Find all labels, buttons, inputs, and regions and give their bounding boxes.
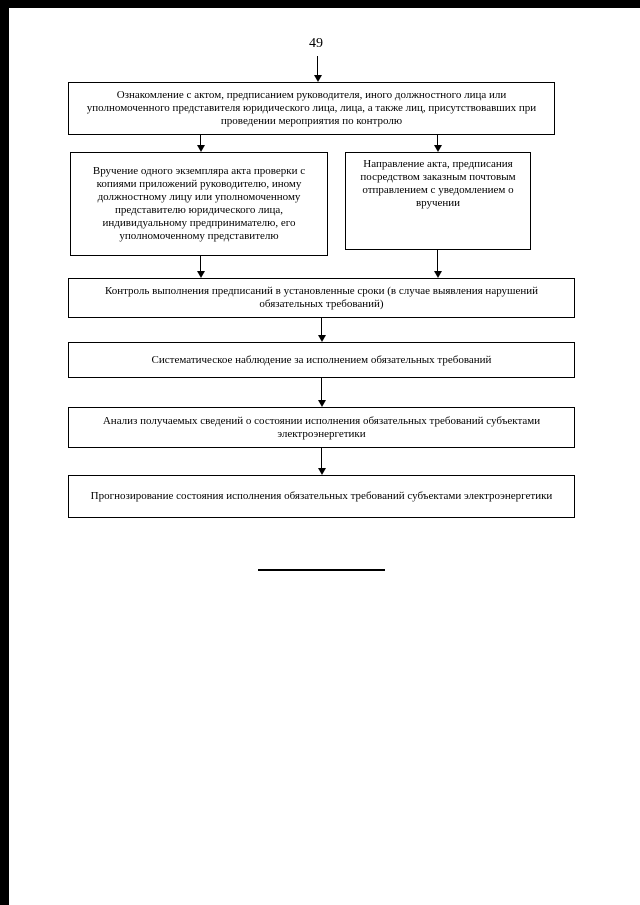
arrow-down-icon (317, 318, 326, 342)
flowchart-box-delivery: Вручение одного экземпляра акта проверки… (70, 152, 328, 256)
arrow-head (317, 468, 326, 475)
scan-border-top (0, 0, 640, 8)
arrow-shaft (321, 378, 322, 400)
arrow-shaft (317, 56, 318, 75)
box-text: Ознакомление с актом, предписанием руков… (86, 89, 537, 127)
box-text: Направление акта, предписания посредство… (360, 158, 516, 209)
arrow-shaft (321, 448, 322, 468)
arrow-shaft (200, 256, 201, 271)
box-text: Анализ получаемых сведений о состоянии и… (102, 414, 541, 440)
arrow-shaft (437, 135, 438, 145)
flowchart-box-observation: Систематическое наблюдение за исполнение… (68, 342, 575, 378)
flowchart-box-analysis: Анализ получаемых сведений о состоянии и… (68, 407, 575, 448)
arrow-shaft (321, 318, 322, 335)
page-number: 49 (309, 36, 323, 51)
arrow-down-icon (317, 448, 326, 475)
flowchart-box-control: Контроль выполнения предписаний в устано… (68, 278, 575, 318)
scan-border-left (0, 0, 9, 905)
flowchart-box-acquaintance: Ознакомление с актом, предписанием руков… (68, 82, 555, 135)
arrow-down-icon (313, 56, 322, 82)
box-text: Контроль выполнения предписаний в устано… (104, 285, 539, 310)
arrow-head (433, 271, 442, 278)
section-divider (258, 569, 385, 571)
arrow-down-icon (433, 250, 442, 278)
arrow-down-icon (317, 378, 326, 407)
box-text: Прогнозирование состояния исполнения обя… (90, 490, 553, 502)
arrow-down-icon (196, 256, 205, 278)
arrow-head (196, 271, 205, 278)
arrow-head (313, 75, 322, 82)
box-text: Систематическое наблюдение за исполнение… (151, 353, 492, 366)
flowchart-box-forecast: Прогнозирование состояния исполнения обя… (68, 475, 575, 518)
flowchart-box-mailing: Направление акта, предписания посредство… (345, 152, 531, 250)
arrow-shaft (437, 250, 438, 271)
arrow-head (196, 145, 205, 152)
box-text: Вручение одного экземпляра акта проверки… (92, 165, 306, 242)
arrow-shaft (200, 135, 201, 145)
arrow-head (317, 400, 326, 407)
arrow-down-icon (433, 135, 442, 152)
arrow-head (317, 335, 326, 342)
arrow-down-icon (196, 135, 205, 152)
arrow-head (433, 145, 442, 152)
